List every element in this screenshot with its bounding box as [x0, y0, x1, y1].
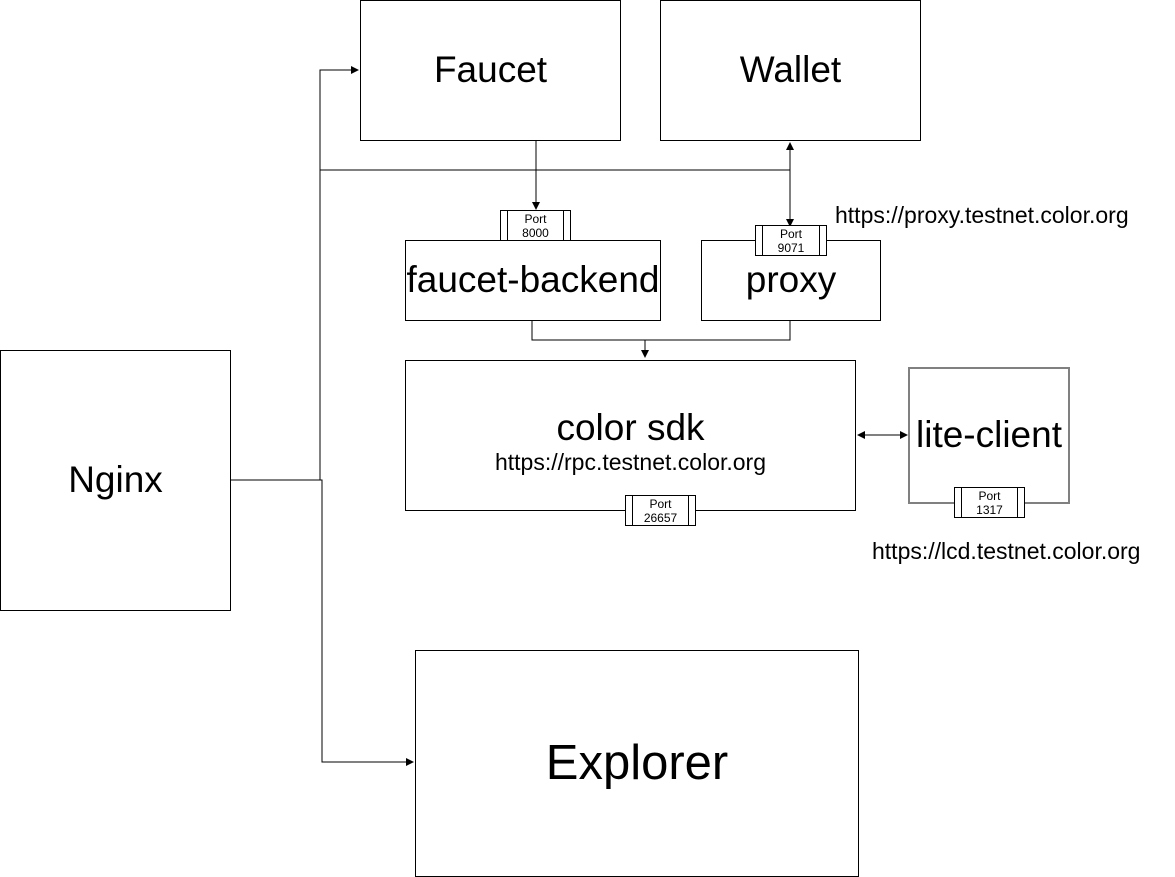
edge-nginx-to-explorer	[320, 479, 414, 766]
color-sdk-url: https://rpc.testnet.color.org	[494, 449, 767, 476]
faucet-backend-label: faucet-backend	[406, 259, 660, 301]
wallet-node: Wallet	[660, 0, 921, 141]
port-label: Port	[779, 226, 802, 241]
proxy-url: https://proxy.testnet.color.org	[835, 202, 1129, 228]
nginx-node: Nginx	[0, 350, 231, 611]
lite-client-node: lite-client	[908, 367, 1070, 504]
faucet-backend-node: faucet-backend	[405, 240, 661, 321]
edge-trunk-to-wallet	[320, 142, 794, 171]
port-label: Port	[978, 488, 1001, 503]
faucet-label: Faucet	[433, 49, 548, 91]
wallet-label: Wallet	[739, 49, 842, 91]
lcd-url: https://lcd.testnet.color.org	[872, 538, 1141, 564]
proxy-port: Port 9071	[755, 225, 827, 256]
lite-client-port: Port 1317	[954, 487, 1025, 518]
explorer-node: Explorer	[415, 650, 859, 877]
lite-client-label: lite-client	[916, 414, 1062, 456]
port-number: 26657	[643, 510, 678, 525]
edge-nginx-to-faucet	[231, 66, 359, 481]
color-sdk-port: Port 26657	[625, 495, 696, 526]
port-label: Port	[649, 496, 672, 511]
port-number: 8000	[522, 225, 549, 240]
color-sdk-label: color sdk	[556, 406, 705, 448]
port-number: 1317	[976, 502, 1003, 517]
port-label: Port	[524, 211, 547, 226]
faucet-node: Faucet	[360, 0, 621, 141]
proxy-label: proxy	[745, 259, 837, 301]
explorer-label: Explorer	[545, 735, 729, 790]
color-sdk-node: color sdk https://rpc.testnet.color.org	[405, 360, 856, 511]
nginx-label: Nginx	[68, 459, 163, 501]
edge-backend-proxy-to-color-sdk	[531, 321, 791, 341]
port-number: 9071	[777, 240, 805, 255]
faucet-backend-port: Port 8000	[500, 210, 571, 241]
